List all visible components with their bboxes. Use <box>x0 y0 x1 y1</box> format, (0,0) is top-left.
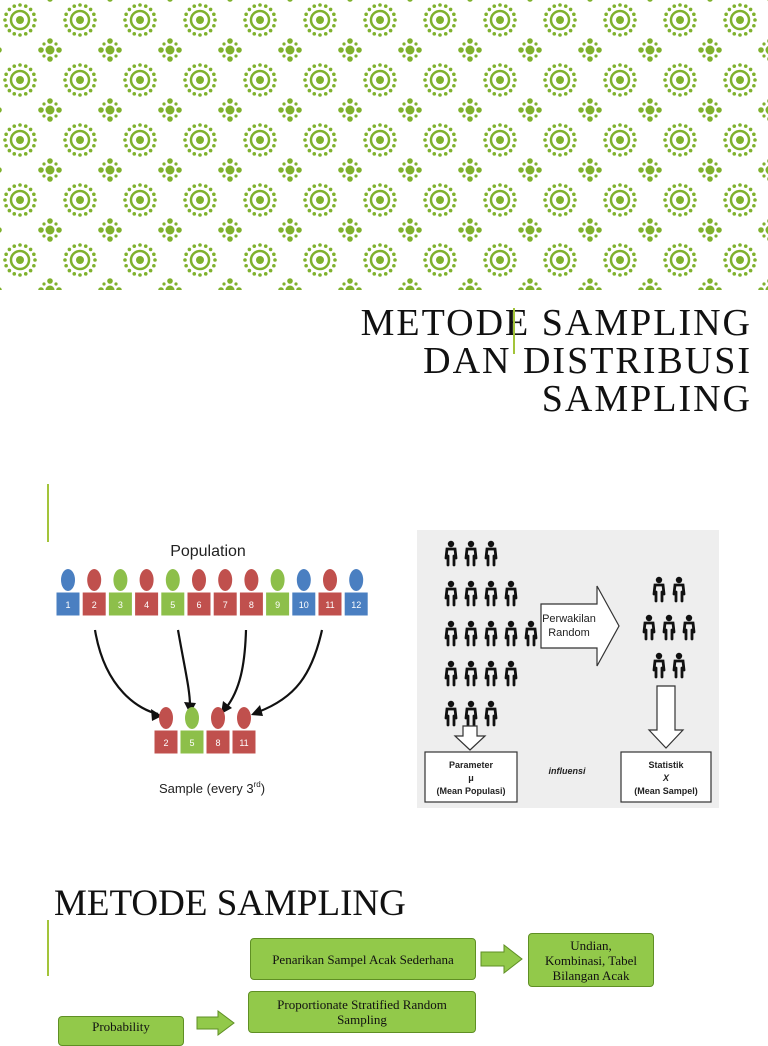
slide2-accent-line <box>47 484 49 542</box>
simple-random-sampling-box: Penarikan Sampel Acak Sederhana <box>250 938 476 980</box>
cover-accent-line <box>513 308 515 354</box>
influence-label: influensi <box>548 766 586 776</box>
person-number: 10 <box>299 600 309 610</box>
cover-title: METODE SAMPLING DAN DISTRIBUSI SAMPLING <box>361 304 752 418</box>
svg-text:Statistik: Statistik <box>648 760 684 770</box>
probability-box: Probability <box>58 1016 184 1046</box>
population-person: 1 <box>56 569 80 616</box>
selection-arrows <box>95 630 322 721</box>
svg-text:μ: μ <box>468 773 474 783</box>
person-number: 2 <box>163 738 168 748</box>
person-number: 11 <box>325 600 334 610</box>
population-sample-representation-diagram: Perwakilan Random Parameter μ (Mean Popu… <box>417 530 719 808</box>
population-person: 11 <box>318 569 342 616</box>
slide3-accent-line <box>47 920 49 976</box>
population-person: 10 <box>292 569 316 616</box>
population-person: 6 <box>187 569 211 616</box>
population-person: 12 <box>344 569 368 616</box>
person-number: 11 <box>239 738 248 748</box>
arrow-probability <box>196 1010 236 1036</box>
population-person: 3 <box>108 569 132 616</box>
sample-person: 8 <box>206 707 230 754</box>
person-number: 9 <box>275 600 280 610</box>
methods-section-title: METODE SAMPLING <box>54 882 406 925</box>
arrow-label-random: Random <box>548 627 590 639</box>
statistic-box: Statistik X (Mean Sampel) <box>621 752 711 802</box>
person-number: 12 <box>351 600 361 610</box>
sample-people: 2 5 8 11 <box>154 707 256 754</box>
person-number: 8 <box>215 738 220 748</box>
population-person: 4 <box>135 569 159 616</box>
person-number: 5 <box>170 600 175 610</box>
decorative-pattern-banner <box>0 0 768 290</box>
person-number: 5 <box>189 738 194 748</box>
person-number: 6 <box>196 600 201 610</box>
population-person: 2 <box>82 569 106 616</box>
svg-text:X: X <box>662 773 670 783</box>
person-number: 7 <box>223 600 228 610</box>
cover-title-line-2: DAN DISTRIBUSI <box>361 342 752 380</box>
population-label: Population <box>170 543 246 560</box>
svg-text:(Mean Sampel): (Mean Sampel) <box>634 786 698 796</box>
proportionate-stratified-box: Proportionate Stratified Random Sampling <box>248 991 476 1033</box>
person-number: 8 <box>249 600 254 610</box>
population-person: 7 <box>213 569 237 616</box>
population-person: 9 <box>266 569 290 616</box>
cover-title-line-1: METODE SAMPLING <box>361 304 752 342</box>
arrow-label-perwakilan: Perwakilan <box>542 613 596 625</box>
parameter-box: Parameter μ (Mean Populasi) <box>425 752 517 802</box>
sample-person: 5 <box>180 707 204 754</box>
random-tools-box: Undian, Kombinasi, Tabel Bilangan Acak <box>528 933 654 987</box>
person-number: 4 <box>144 600 149 610</box>
svg-text:(Mean Populasi): (Mean Populasi) <box>436 786 505 796</box>
cover-title-line-3: SAMPLING <box>361 380 752 418</box>
sample-label: Sample (every 3rd) <box>159 780 265 796</box>
person-number: 2 <box>92 600 97 610</box>
arrow-srs-to-tools <box>480 944 524 974</box>
svg-text:Parameter: Parameter <box>449 760 494 770</box>
person-number: 1 <box>65 600 70 610</box>
population-person: 8 <box>239 569 263 616</box>
person-number: 3 <box>118 600 123 610</box>
population-person: 5 <box>161 569 185 616</box>
